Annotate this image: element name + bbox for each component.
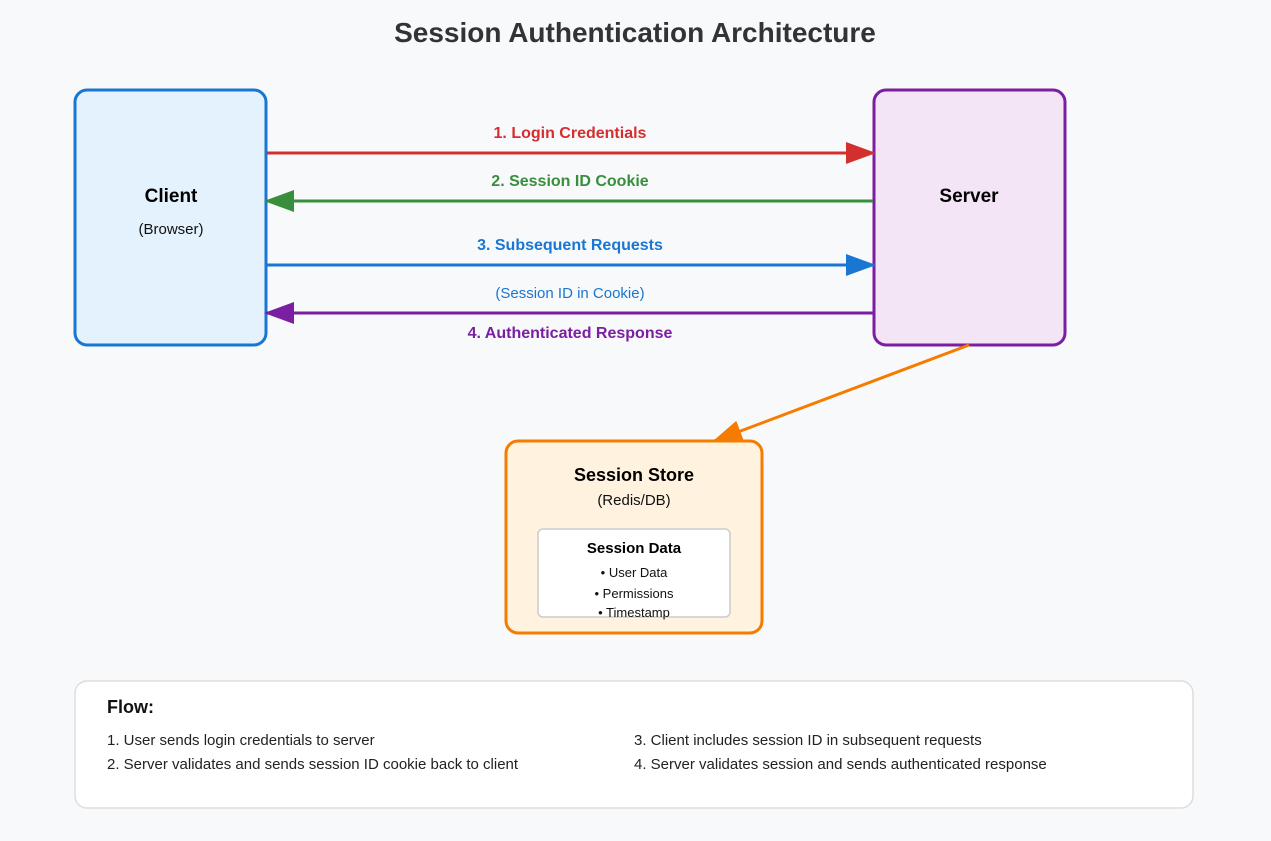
session-data-box xyxy=(537,528,731,618)
requests-arrow-note: (Session ID in Cookie) xyxy=(495,285,644,302)
session-data-item: • Timestamp xyxy=(598,605,670,620)
session-store-node: Session Store (Redis/DB) Session Data • … xyxy=(504,439,764,635)
cookie-arrow-label: 2. Session ID Cookie xyxy=(491,173,648,190)
session-store-title: Session Store xyxy=(574,465,694,485)
server-title: Server xyxy=(939,186,999,207)
flow-step: 2. Server validates and sends session ID… xyxy=(107,756,519,773)
flow-step: 3. Client includes session ID in subsequ… xyxy=(634,732,982,749)
flow-legend: Flow: 1. User sends login credentials to… xyxy=(74,680,1194,809)
login-arrow-label: 1. Login Credentials xyxy=(494,125,647,142)
session-data-item: • Permissions xyxy=(595,586,674,601)
flow-legend-box xyxy=(74,680,1194,809)
client-title: Client xyxy=(145,186,198,207)
store-arrow xyxy=(712,343,970,443)
requests-arrow-label: 3. Subsequent Requests xyxy=(477,237,663,254)
server-box xyxy=(872,88,1067,347)
session-data-title: Session Data xyxy=(587,540,682,557)
flow-step: 4. Server validates session and sends au… xyxy=(634,756,1047,773)
client-subtitle: (Browser) xyxy=(138,221,203,238)
client-box xyxy=(73,88,268,347)
flow-heading: Flow: xyxy=(107,697,154,717)
session-data-item: • User Data xyxy=(601,565,668,580)
diagram-title: Session Authentication Architecture xyxy=(394,17,876,48)
session-store-subtitle: (Redis/DB) xyxy=(597,492,670,509)
client-node: Client (Browser) xyxy=(73,88,268,347)
response-arrow-label: 4. Authenticated Response xyxy=(468,325,673,342)
flow-step: 1. User sends login credentials to serve… xyxy=(107,732,375,749)
server-node: Server xyxy=(872,88,1067,347)
